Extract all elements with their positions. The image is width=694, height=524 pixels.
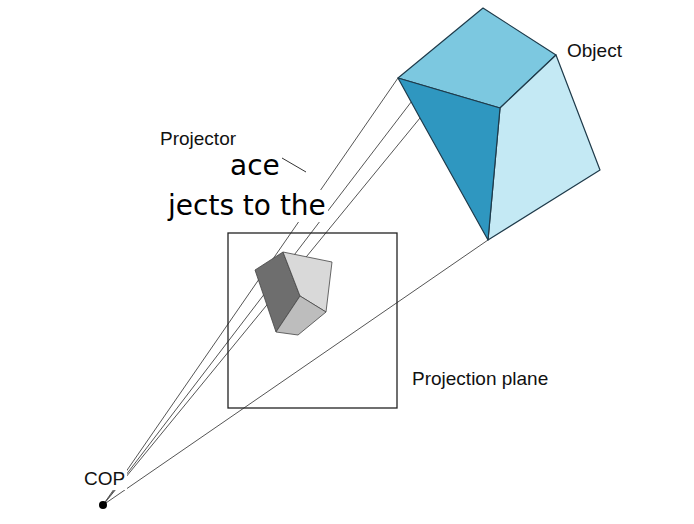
plane-label: Projection plane — [410, 368, 550, 390]
object-label: Object — [565, 40, 624, 62]
projector-label: Projector — [158, 128, 238, 150]
slide-text: jects to the — [166, 190, 328, 222]
projection-plane — [228, 233, 397, 408]
slide-text: ace — [228, 150, 282, 182]
cop-label: COP — [82, 468, 127, 490]
cop-point — [99, 501, 107, 509]
projected-image — [255, 252, 332, 335]
